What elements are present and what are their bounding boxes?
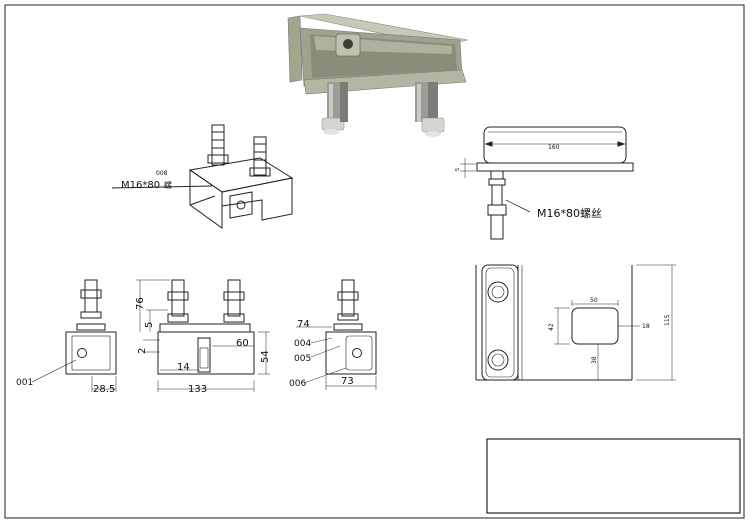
iso-bolt-suffix: 螺 <box>164 180 172 190</box>
left-width-dim: 28.5 <box>93 384 115 395</box>
front-ear-dim: 60 <box>236 338 249 349</box>
title-block <box>486 438 741 514</box>
side-thickness-dim: 5 <box>455 168 461 171</box>
left-view <box>31 279 117 392</box>
part-photo <box>287 13 469 137</box>
plan-slot-height: 42 <box>548 323 555 331</box>
right-part-c: 005 <box>294 354 311 364</box>
isometric-view <box>111 124 294 229</box>
left-part-label: 001 <box>16 378 33 388</box>
plan-height-dim: 115 <box>664 314 671 326</box>
front-height-total-dim: 76 <box>135 297 146 310</box>
iso-callout-part: 008 <box>156 170 168 177</box>
front-gap-dim: 5 <box>144 322 155 328</box>
front-length-dim: 133 <box>188 384 207 395</box>
side-view <box>460 126 634 240</box>
side-bolt-spec: M16*80螺丝 <box>537 207 602 220</box>
side-length-dim: 160 <box>548 144 560 151</box>
right-width-dim: 73 <box>341 376 354 387</box>
plan-slot-width: 50 <box>590 297 598 304</box>
plan-view <box>475 264 676 381</box>
iso-bolt-spec: M16*80 <box>121 180 160 191</box>
front-height-dim: 54 <box>260 350 271 363</box>
front-inner-dim: 14 <box>177 362 190 373</box>
right-view <box>296 279 377 390</box>
right-part-a: 74 <box>297 319 310 330</box>
right-part-b: 004 <box>294 339 311 349</box>
front-offset-dim: 2 <box>137 348 148 354</box>
plan-slot-offset: 18 <box>642 323 650 330</box>
sheet-border <box>4 4 745 519</box>
front-view <box>136 279 270 392</box>
plan-slot-bottom: 38 <box>591 356 598 364</box>
right-part-d: 006 <box>289 379 306 389</box>
